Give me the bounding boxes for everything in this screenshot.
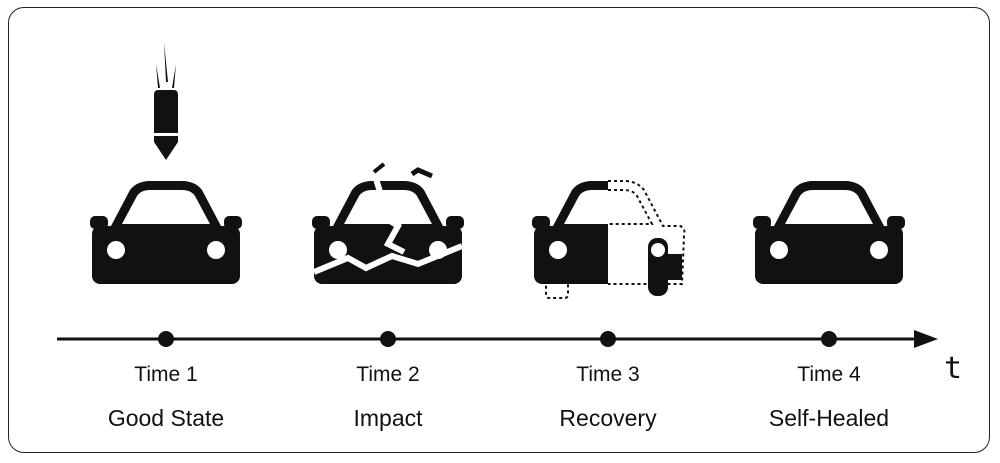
timeline-arrowhead (914, 330, 938, 348)
time-axis-label: t (944, 351, 962, 386)
stage-2: Time 2 Impact (353, 331, 423, 431)
time-label: Time 4 (797, 363, 861, 386)
stage-3: Time 3 Recovery (559, 331, 657, 431)
timeline-marker (600, 331, 616, 347)
time-label: Time 2 (356, 363, 419, 386)
stage-1: Time 1 Good State (108, 331, 224, 431)
state-label: Good State (108, 405, 224, 431)
timeline-marker (158, 331, 174, 347)
time-label: Time 3 (576, 363, 639, 386)
timeline-marker (821, 331, 837, 347)
state-label: Impact (353, 405, 423, 431)
state-label: Self-Healed (769, 405, 889, 431)
half-rebuilt-car-icon (532, 180, 686, 299)
time-label: Time 1 (134, 363, 197, 386)
intact-car-icon (90, 181, 242, 284)
healed-car-icon (753, 181, 905, 284)
timeline-marker (380, 331, 396, 347)
state-label: Recovery (559, 405, 657, 431)
smashed-car-icon (312, 162, 464, 284)
stage-4: Time 4 Self-Healed (769, 331, 889, 431)
falling-missile-icon (154, 42, 178, 160)
